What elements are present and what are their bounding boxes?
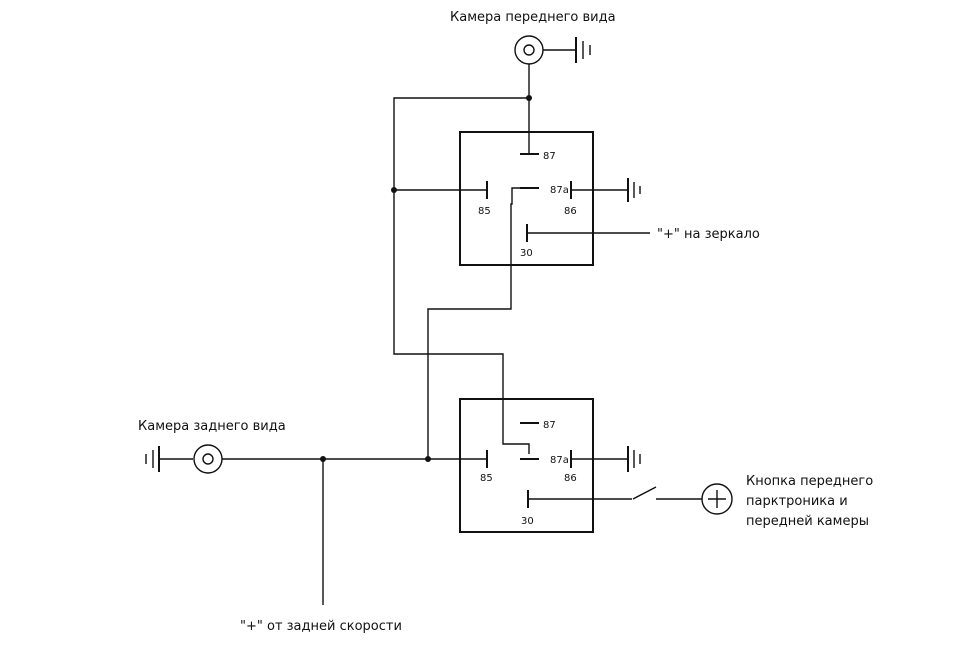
front-camera-label: Камера переднего вида: [450, 10, 616, 25]
relay-bottom-body: [459, 398, 594, 533]
reverse-plus-label: "+" от задней скорости: [240, 619, 402, 634]
mirror-plus-label: "+" на зеркало: [657, 227, 760, 242]
relay-bottom-pin87-label: 87: [543, 420, 556, 431]
front-camera-ground-icon: [575, 37, 591, 63]
relay-bottom-pin30-label: 30: [521, 516, 534, 527]
rear-camera-ground-icon: [145, 446, 160, 472]
front-camera-inner-ring: [523, 44, 535, 56]
rear-camera: Камера заднего вида: [138, 419, 286, 474]
front-camera-outer-ring: [514, 35, 544, 65]
relay-top-pin86-label: 86: [564, 206, 577, 217]
relay-bottom-pin85-label: 85: [480, 473, 493, 484]
relay-bottom: 87 87a 85 86 30: [459, 398, 594, 533]
plus-terminal-icon: [701, 483, 733, 515]
relay-bottom-pin86-label: 86: [564, 473, 577, 484]
front-camera-to-relay-bottom-87a-wire: [393, 97, 530, 454]
relay-bottom-pin87a-label: 87a: [550, 455, 569, 466]
relay-top-body: [459, 131, 594, 266]
rear-camera-inner-ring: [202, 453, 214, 465]
relay-top: 87 87a 85 86 30: [459, 131, 594, 266]
front-camera: Камера переднего вида: [450, 10, 616, 65]
relay-top-pin85-label: 85: [478, 206, 491, 217]
junction-dot: [425, 456, 431, 462]
relay-bottom-ground-icon: [627, 446, 641, 472]
relay-top-pin87-label: 87: [543, 151, 556, 162]
relay-top-ground-icon: [627, 178, 641, 202]
button-switch-icon: [632, 486, 657, 500]
button-label-line3: передней камеры: [746, 514, 869, 529]
relay-top-pin87a-label: 87a: [550, 185, 569, 196]
relay-top-pin30-label: 30: [520, 248, 533, 259]
rear-camera-outer-ring: [193, 444, 223, 474]
button-label-line2: парктроника и: [746, 494, 848, 509]
rear-camera-label: Камера заднего вида: [138, 419, 286, 434]
button-label-line1: Кнопка переднего: [746, 474, 873, 489]
relay-top-common-to-rear-camera-wire: [427, 187, 528, 459]
